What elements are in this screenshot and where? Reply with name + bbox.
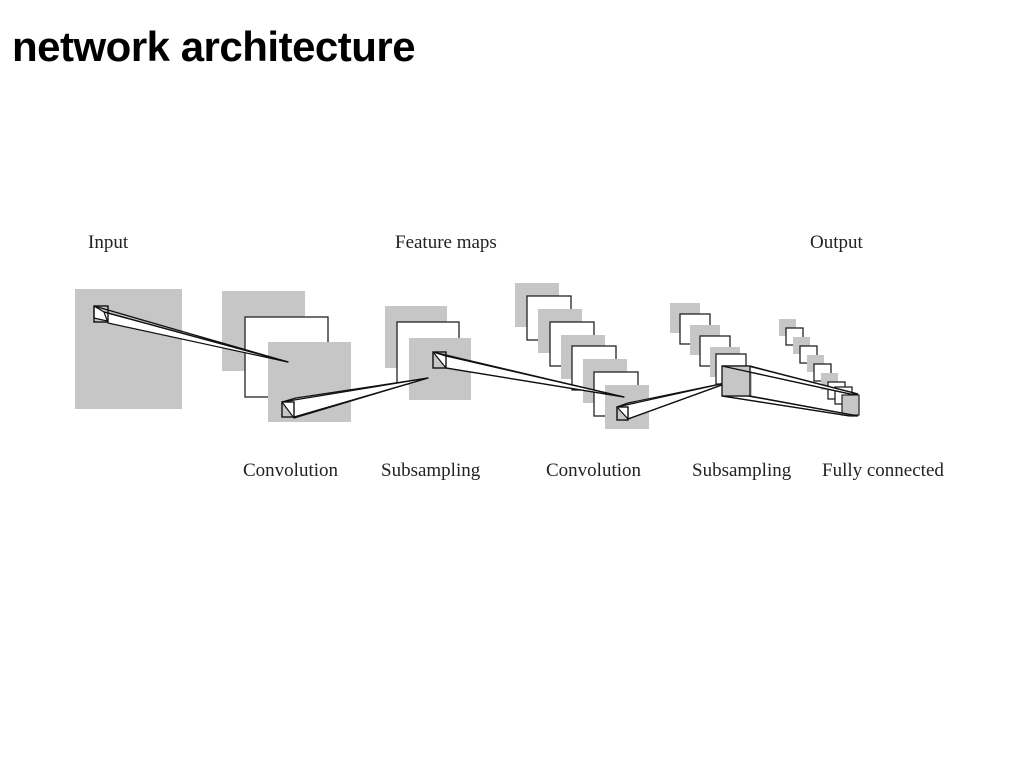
output-unit bbox=[841, 394, 860, 416]
connection-c1-to-s1 bbox=[281, 377, 429, 419]
label-output: Output bbox=[810, 232, 864, 253]
label-convolution-1: Convolution bbox=[243, 460, 339, 481]
receptive-field bbox=[93, 305, 109, 323]
connection-input-to-c1 bbox=[93, 305, 289, 363]
input-layer bbox=[75, 289, 182, 409]
output-units bbox=[779, 319, 860, 416]
slide-title: network architecture bbox=[12, 23, 416, 70]
receptive-field bbox=[281, 401, 295, 418]
label-subsampling-1: Subsampling bbox=[381, 460, 481, 481]
receptive-field bbox=[432, 351, 447, 369]
label-convolution-2: Convolution bbox=[546, 460, 642, 481]
label-subsampling-2: Subsampling bbox=[692, 460, 792, 481]
label-feature-maps: Feature maps bbox=[395, 232, 497, 253]
input-image bbox=[75, 289, 182, 409]
fc-source-block bbox=[721, 365, 751, 397]
connection-s1-to-c2 bbox=[432, 351, 625, 398]
label-input: Input bbox=[88, 232, 129, 253]
receptive-field bbox=[616, 406, 629, 421]
label-fully-connected: Fully connected bbox=[822, 460, 944, 481]
c2-feature-maps bbox=[515, 283, 649, 429]
connection-s2-to-fc bbox=[721, 365, 859, 417]
